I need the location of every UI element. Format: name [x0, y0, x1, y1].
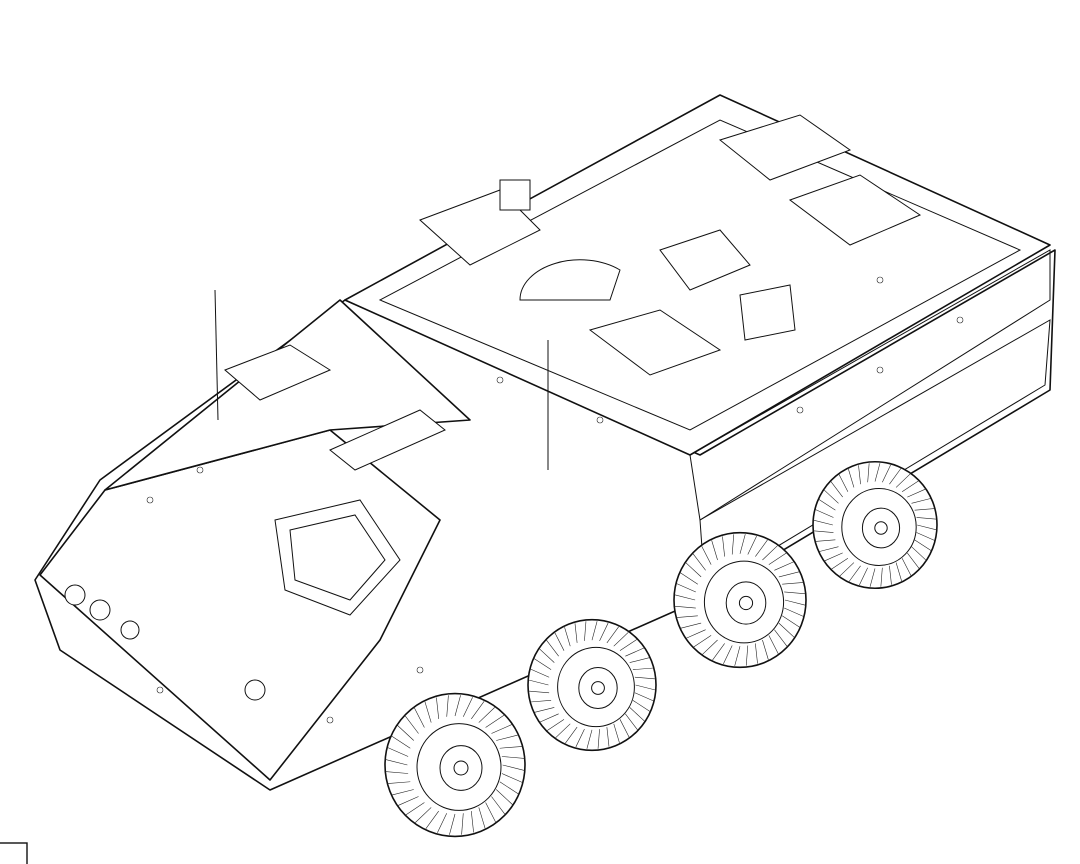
wheel: [384, 692, 526, 838]
wheel: [527, 618, 657, 752]
wheel: [673, 531, 807, 669]
corner-box: [0, 842, 28, 864]
vehicle-hull: [34, 94, 1056, 791]
wheel: [812, 460, 938, 590]
wheels: [384, 460, 938, 838]
